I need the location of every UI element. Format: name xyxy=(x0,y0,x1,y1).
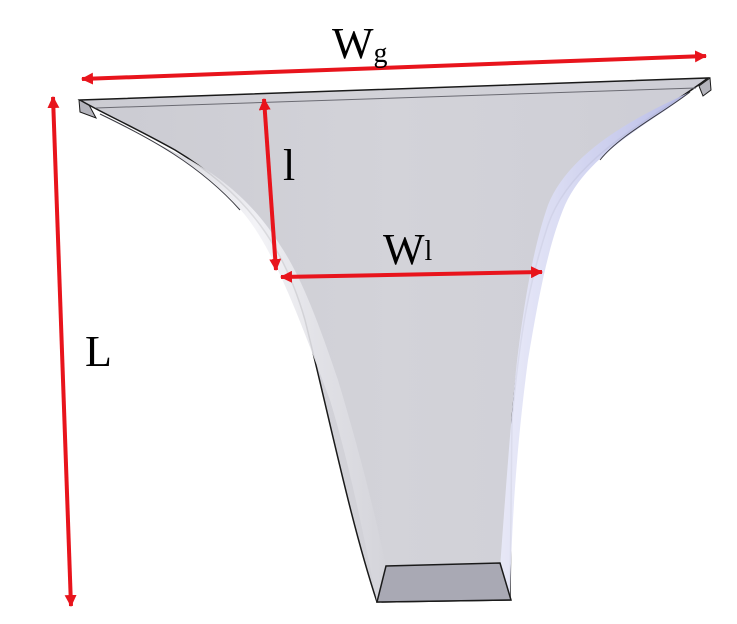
top-width-label: Wg xyxy=(332,19,388,69)
bottom-end-face xyxy=(376,562,513,603)
top-width-label-sub: g xyxy=(374,38,388,69)
top-face xyxy=(77,77,711,603)
dimension-labels: Wg l Wl L xyxy=(85,19,433,376)
horn-body xyxy=(77,77,712,603)
total-length-label: L xyxy=(85,327,112,376)
flare-length-label: l xyxy=(283,141,295,190)
flare-length-arrow xyxy=(258,98,282,271)
mid-width-label-main: W xyxy=(383,225,425,274)
mid-width-label-sub: l xyxy=(425,236,433,267)
mid-width-label: Wl xyxy=(383,225,433,274)
right-bevel xyxy=(500,92,690,600)
left-crease-line xyxy=(99,113,241,211)
total-length-arrow xyxy=(47,96,77,607)
top-width-label-main: W xyxy=(332,19,374,68)
top-width-arrow xyxy=(81,50,707,85)
left-bevel xyxy=(96,112,386,602)
top-rim-line xyxy=(95,87,697,109)
mid-width-arrow xyxy=(280,266,543,283)
dimension-arrows xyxy=(47,50,707,607)
right-crease-line xyxy=(599,91,691,161)
